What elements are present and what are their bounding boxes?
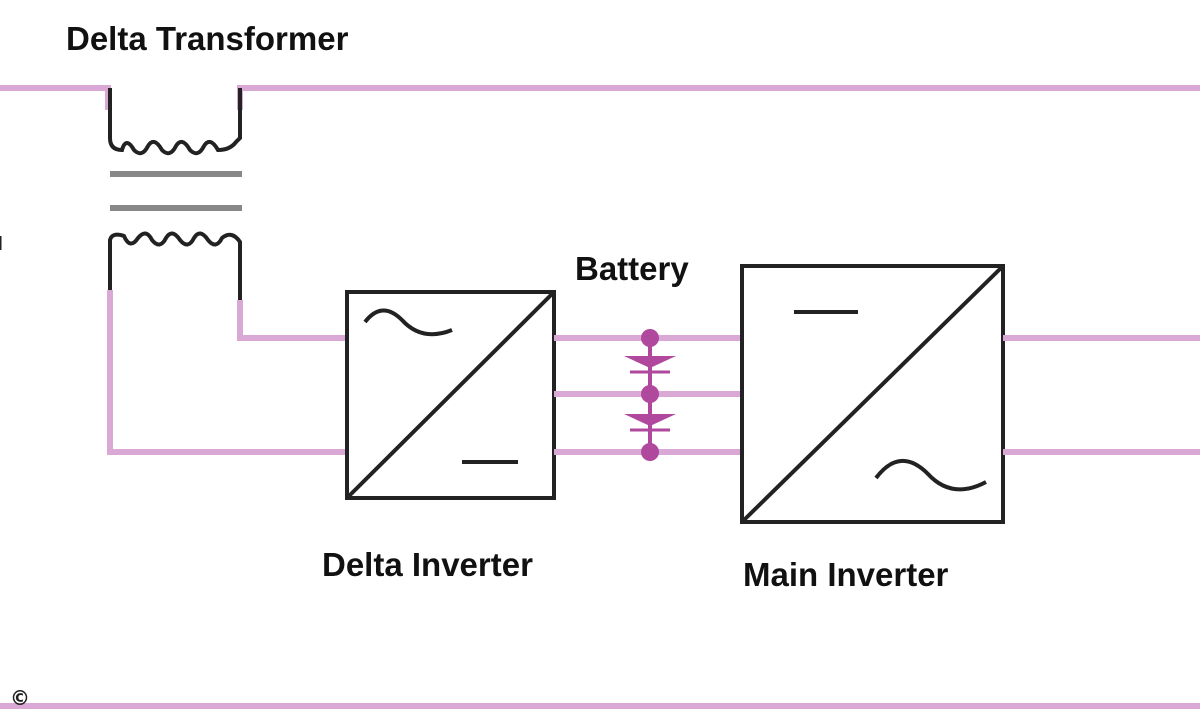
battery-node-middle bbox=[641, 385, 659, 403]
delta-inverter-label: Delta Inverter bbox=[322, 546, 533, 583]
secondary-lead-lower bbox=[107, 290, 346, 455]
battery-node-bottom bbox=[641, 443, 659, 461]
top-bus-wire bbox=[0, 85, 1200, 110]
transformer-secondary-winding bbox=[108, 231, 242, 300]
copyright-mark: © bbox=[10, 686, 30, 710]
main-inverter-ac-symbol bbox=[874, 458, 987, 492]
battery-symbol bbox=[624, 329, 676, 461]
delta-inverter-diagonal bbox=[347, 292, 554, 498]
transformer-primary-winding bbox=[108, 88, 242, 156]
delta-inverter-ac-symbol bbox=[363, 308, 453, 337]
battery-node-top bbox=[641, 329, 659, 347]
secondary-lead-upper bbox=[237, 300, 346, 341]
main-inverter-label: Main Inverter bbox=[743, 556, 949, 593]
main-inverter-diagonal bbox=[742, 266, 1003, 522]
delta-transformer-label: Delta Transformer bbox=[66, 20, 349, 57]
battery-label: Battery bbox=[575, 250, 689, 287]
